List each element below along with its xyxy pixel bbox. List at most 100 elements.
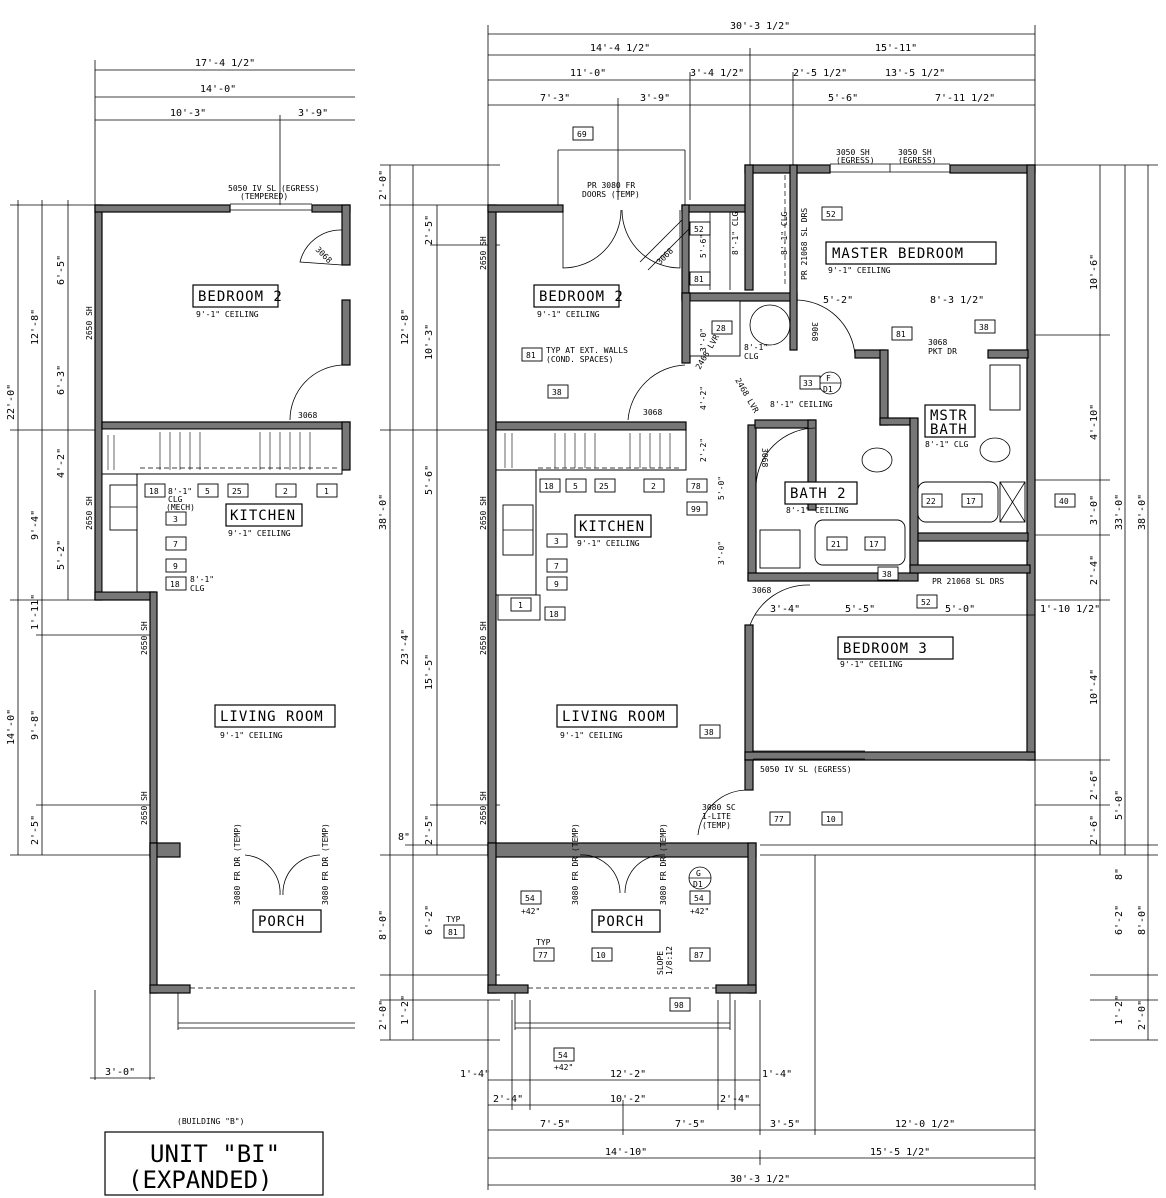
right-symbol-d1: D1 — [823, 385, 833, 394]
right-wall-porch-s2 — [715, 984, 757, 994]
right-wall-bath2-south — [747, 572, 919, 582]
svg-text:38: 38 — [979, 323, 989, 332]
right-rdim-4-10: 4'-10" — [1089, 404, 1100, 440]
right-window-sh-4: 2650 SH — [479, 791, 488, 825]
svg-text:28: 28 — [716, 324, 726, 333]
right-bdim-7-5a: 7'-5" — [540, 1119, 570, 1130]
right-rdim-2-6b: 2'-6" — [1089, 815, 1100, 845]
right-rdim-10-6: 10'-6" — [1089, 254, 1100, 290]
right-clg-2: 8'-1" CLG — [731, 211, 740, 255]
left-kitchen-label: KITCHEN — [230, 508, 296, 524]
right-bath2-ceiling: 8'-1" CEILING — [786, 506, 849, 515]
right-dim-5-0: 5'-0" — [945, 604, 975, 615]
right-wall-kitchen-north — [495, 421, 687, 431]
left-wall-porch-west — [149, 842, 158, 994]
right-window-top-1: 3050 SH — [836, 148, 870, 157]
svg-text:18: 18 — [149, 487, 159, 496]
right-dim-3-4b: 3'-4" — [770, 604, 800, 615]
right-wall-closet-d — [789, 164, 798, 351]
right-rdim-10-4: 10'-4" — [1089, 669, 1100, 705]
right-dim-1-10: 1'-10 1/2" — [1040, 604, 1100, 615]
right-window-top-1-egress: (EGRESS) — [836, 156, 875, 165]
right-ldim-2-0b: 2'-0" — [378, 1000, 389, 1030]
svg-text:98: 98 — [674, 1001, 684, 1010]
right-window-sh-3: 2650 SH — [479, 621, 488, 655]
right-pr-sl-drs-2: PR 21068 SL DRS — [932, 577, 1004, 586]
left-clg-mech-1: 8'-1" — [168, 487, 192, 496]
svg-text:52: 52 — [826, 210, 836, 219]
right-rdim-1-2: 1'-2" — [1114, 995, 1125, 1025]
right-symbol-d1b: D1 — [693, 880, 703, 889]
left-bedroom-label: BEDROOM 2 — [198, 289, 283, 305]
right-bdim-1-4a: 1'-4" — [460, 1069, 490, 1080]
right-entry-door-1: 3080 SC — [702, 803, 736, 812]
right-wall-closet-a — [744, 164, 754, 291]
right-rdim-3-0: 3'-0" — [1089, 495, 1100, 525]
left-door-3068-a: 3068 — [314, 245, 334, 265]
svg-text:17: 17 — [966, 497, 976, 506]
right-wall-closet-e — [681, 292, 691, 364]
left-plan: 17'-4 1/2" 14'-0" 10'-3" 3'-9" 22'-0" 12… — [6, 58, 355, 1080]
svg-text:17: 17 — [869, 540, 879, 549]
right-master-ceiling: 9'-1" CEILING — [828, 266, 891, 275]
right-typ-2: TYP — [536, 938, 551, 947]
right-dim-5-5: 5'-5" — [845, 604, 875, 615]
right-ldim-10-3: 10'-3" — [424, 324, 435, 360]
right-note-typ-walls-1: TYP AT EXT. WALLS — [546, 346, 628, 355]
svg-text:9: 9 — [173, 562, 178, 571]
right-rdim-6-2: 6'-2" — [1114, 905, 1125, 935]
right-rdim-2-4: 2'-4" — [1089, 555, 1100, 585]
right-rdim-8-0: 8'-0" — [1137, 905, 1148, 935]
right-bdim-3-5: 3'-5" — [770, 1119, 800, 1130]
right-top-doors-2: DOORS (TEMP) — [582, 190, 640, 199]
right-slope-2: 1/8:12 — [665, 946, 674, 975]
right-bed3-door: 3068 — [752, 586, 771, 595]
left-wall-north-a — [94, 204, 231, 213]
right-bdim-total: 30'-3 1/2" — [730, 1174, 790, 1185]
svg-text:81: 81 — [896, 330, 906, 339]
left-wall-west — [94, 204, 103, 601]
right-bdim-2-4b: 2'-4" — [720, 1094, 750, 1105]
right-wall-porch-n — [487, 842, 757, 858]
right-wall-bath2-north — [754, 419, 816, 429]
right-note-typ-walls-2: (COND. SPACES) — [546, 355, 613, 364]
left-wall-east-a — [341, 204, 351, 266]
right-wall-porch-w — [487, 842, 497, 994]
right-plan: 30'-3 1/2" 14'-4 1/2" 15'-11" 11'-0" 3'-… — [378, 21, 1158, 1190]
right-entry-door-3: (TEMP) — [702, 821, 731, 830]
left-dim-b: 3'-9" — [298, 108, 328, 119]
left-wall-mid — [101, 421, 351, 430]
right-slope-1: SLOPE — [656, 951, 665, 975]
right-wall-north-a — [487, 204, 564, 213]
svg-text:52: 52 — [921, 598, 931, 607]
right-typ-1: TYP — [446, 915, 461, 924]
left-bedroom-ceiling: 9'-1" CEILING — [196, 310, 259, 319]
svg-text:54: 54 — [558, 1051, 568, 1060]
left-dim-4-2: 4'-2" — [56, 448, 67, 478]
right-master-tub — [917, 481, 999, 523]
left-dim-14: 14'-0" — [6, 709, 17, 745]
right-living-ceiling: 9'-1" CEILING — [560, 731, 623, 740]
right-bdim-12-0: 12'-0 1/2" — [895, 1119, 955, 1130]
right-dim-15-11: 15'-11" — [875, 43, 917, 54]
right-wall-bed3-w — [744, 624, 754, 761]
left-clg-1: 8'-1" — [190, 575, 214, 584]
right-bath2-tub — [814, 519, 906, 566]
right-mbath-clg: 8'-1" CLG — [925, 440, 969, 449]
svg-text:38: 38 — [704, 728, 714, 737]
right-wall-porch-e — [747, 842, 757, 994]
right-bath2-label: BATH 2 — [790, 486, 847, 502]
right-dim-5-6v: 5'-6" — [699, 234, 708, 258]
svg-text:81: 81 — [526, 351, 536, 360]
right-dim-2-2v: 2'-2" — [699, 438, 708, 462]
right-wall-bath-c — [879, 417, 911, 426]
left-window-tempered: (TEMPERED) — [240, 192, 288, 201]
right-kitchen-label: KITCHEN — [579, 519, 645, 535]
left-clg-2: CLG — [190, 584, 205, 593]
right-dim-3-4: 3'-4 1/2" — [690, 68, 744, 79]
right-wall-bath-s — [917, 532, 1029, 542]
right-porch-label: PORCH — [597, 914, 644, 930]
right-wall-west — [487, 204, 497, 856]
right-bath2-door: 3068 — [760, 448, 769, 467]
right-dim-4-2v: 4'-2" — [699, 386, 708, 410]
